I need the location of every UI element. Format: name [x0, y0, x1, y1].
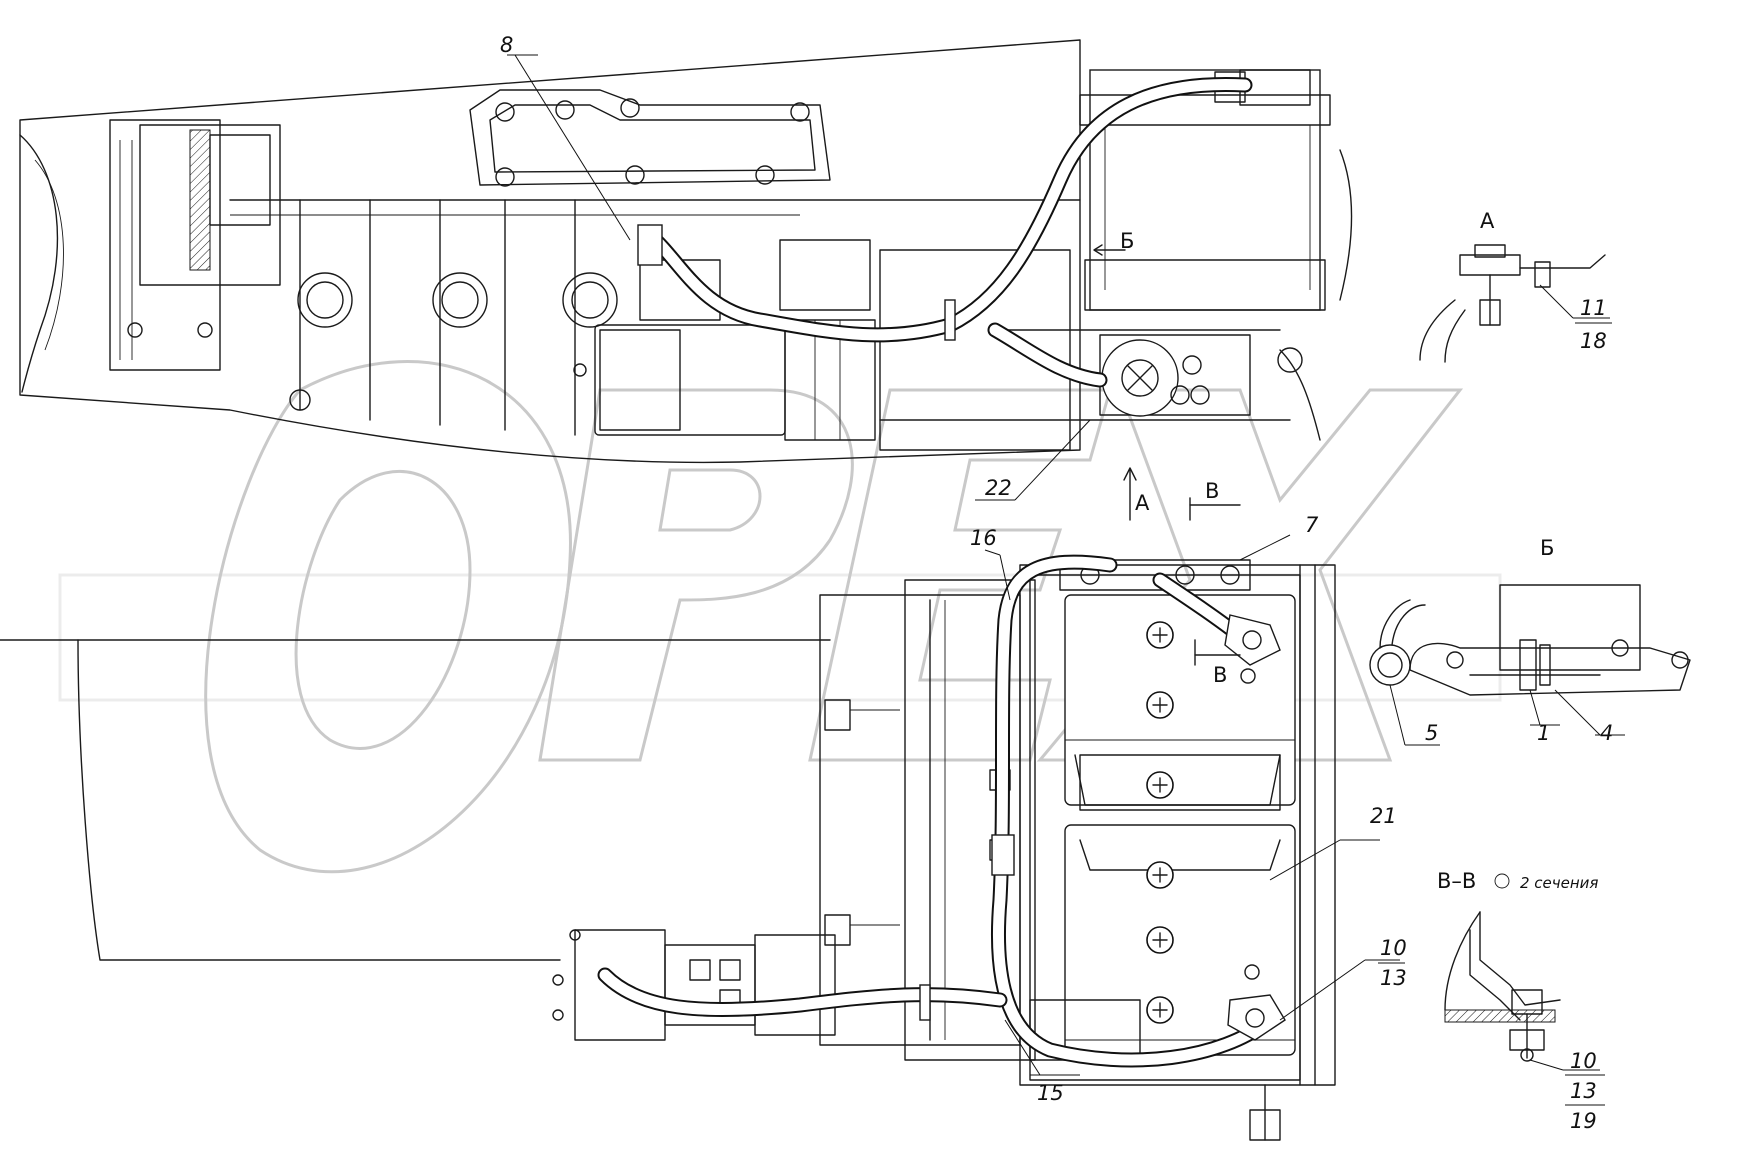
arrow-v-label: В — [1205, 479, 1219, 503]
callout-4: 4 — [1600, 721, 1613, 745]
callout-16: 16 — [970, 526, 997, 550]
callout-18: 18 — [1580, 329, 1607, 353]
rotation-mark-icon — [1494, 873, 1510, 889]
starter-lower — [552, 929, 836, 1041]
cable-top — [637, 76, 1253, 388]
callout-11: 11 — [1580, 296, 1607, 320]
detail-view-b — [1369, 584, 1691, 696]
callout-5: 5 — [1425, 721, 1438, 745]
section-v-title: В–В — [1437, 869, 1476, 893]
arrow-b-label: Б — [1120, 229, 1134, 253]
frame-rail — [0, 639, 831, 961]
callout-13: 13 — [1380, 966, 1407, 990]
section-view-v — [1444, 911, 1561, 1062]
callout-19: 19 — [1570, 1109, 1597, 1133]
mark-v-label: В — [1213, 663, 1227, 687]
callout-1: 1 — [1537, 721, 1550, 745]
arrow-a-label: А — [1135, 491, 1150, 515]
callout-7: 7 — [1305, 513, 1319, 537]
callout-10: 10 — [1380, 936, 1407, 960]
callout-22: 22 — [985, 476, 1012, 500]
section-v-note: 2 сечения — [1520, 874, 1598, 892]
engine-top-view — [19, 39, 1291, 464]
battery-box — [1019, 559, 1336, 1141]
view-a-title: А — [1480, 209, 1495, 233]
callout-10-section: 10 — [1570, 1049, 1597, 1073]
section-arrows — [1093, 244, 1241, 666]
callout-8: 8 — [500, 33, 513, 57]
callout-15: 15 — [1037, 1081, 1064, 1105]
callout-21: 21 — [1370, 804, 1397, 828]
view-b-title: Б — [1540, 536, 1554, 560]
callout-13-section: 13 — [1570, 1079, 1597, 1103]
detail-view-a — [1419, 244, 1606, 363]
cable-lower — [597, 554, 1286, 1068]
callout-leaders — [507, 54, 1625, 1076]
gearbox-housing — [819, 579, 1036, 1061]
